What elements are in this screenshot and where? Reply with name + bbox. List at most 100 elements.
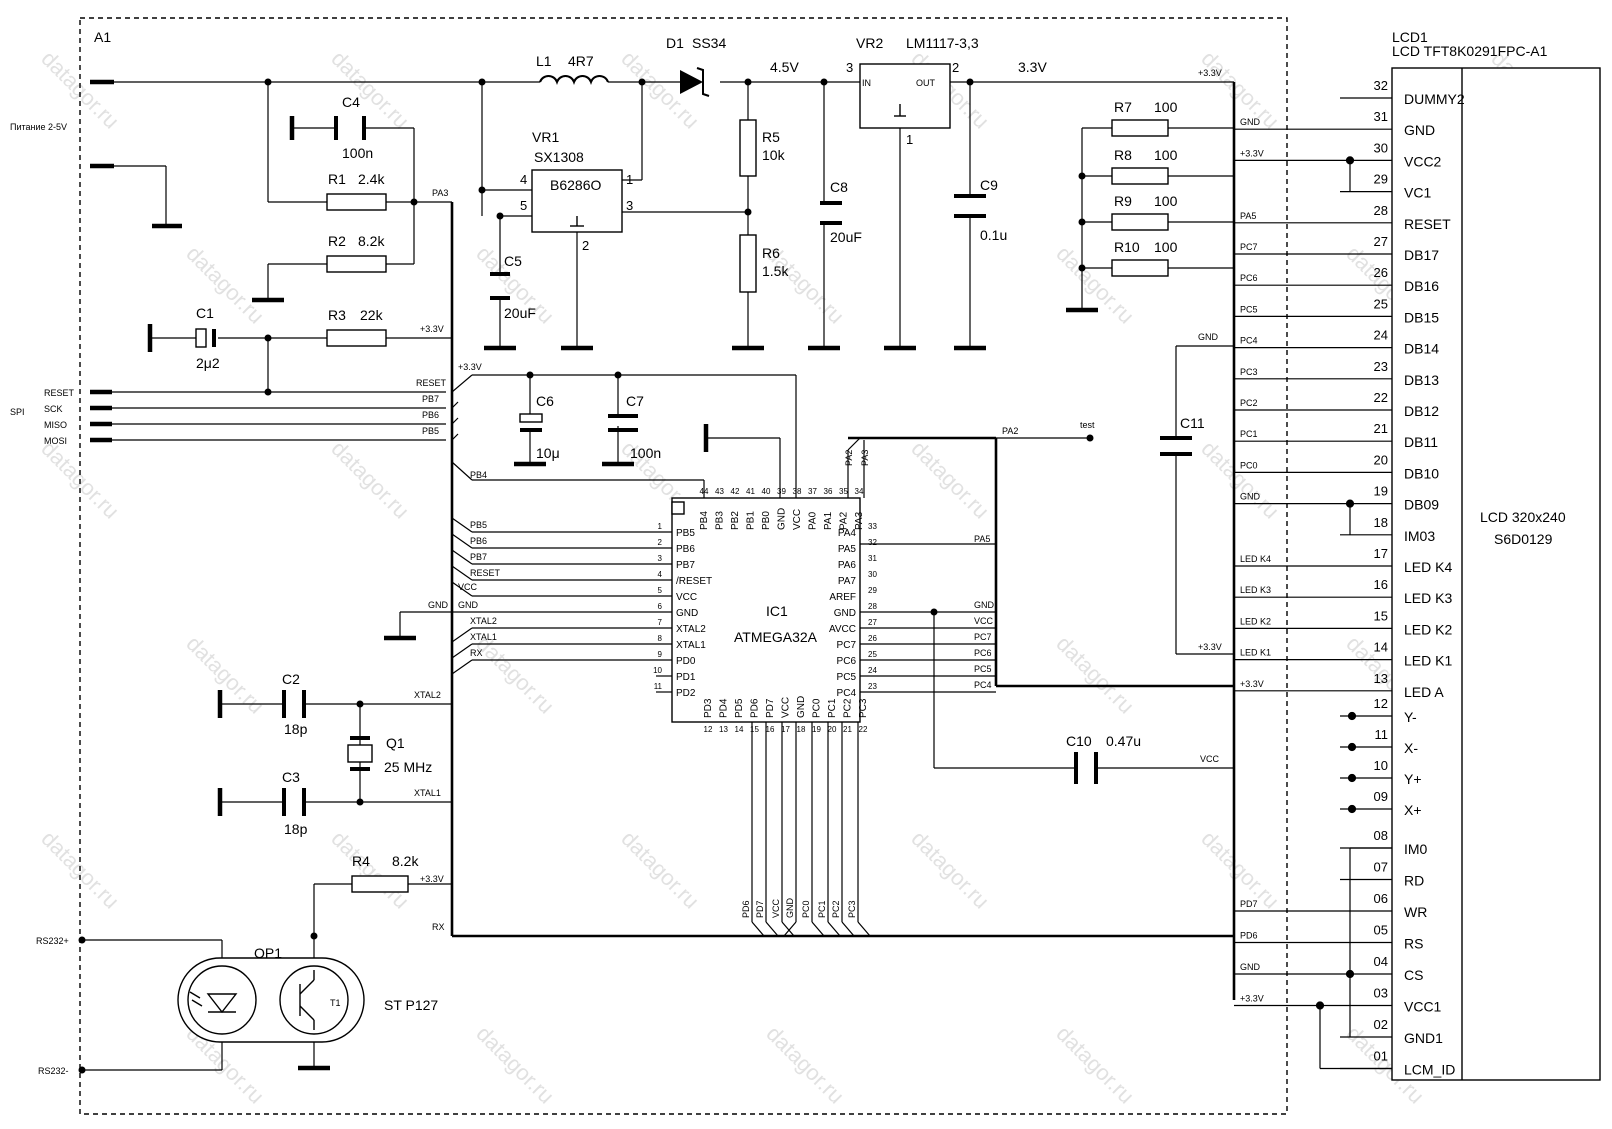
r7-name: R7 [1114,99,1132,115]
ic1-pin-num: 1 [658,522,663,531]
ic1-pin-name: XTAL1 [676,640,706,651]
ic1-pin-num: 37 [808,487,817,496]
ic1-pin-num: 26 [868,634,877,643]
watermark-text: datagor.ru [1051,631,1139,719]
lcd-pin-num: 07 [1374,860,1388,875]
net-vcc-ic: VCC [458,582,478,592]
op1-t1: T1 [330,998,341,1008]
c9-name: C9 [980,177,998,193]
lcd-net-label: PD7 [1240,899,1258,909]
c7-name: C7 [626,393,644,409]
r8-value: 100 [1154,147,1178,163]
net-c11-3v3: +3.3V [1198,642,1222,652]
ground-symbols [90,79,1098,1071]
t1-circle [279,965,349,1035]
lcd-pin-num: 02 [1374,1017,1388,1032]
r2-value: 8.2k [358,233,385,249]
vr1-pin2: 2 [582,238,589,253]
r4-body [351,875,409,893]
ic1-pin-num: 27 [868,618,877,627]
lcd-pin-num: 32 [1374,78,1388,93]
net-xtal2-ic: XTAL2 [470,616,497,626]
watermark-text: datagor.ru [1196,436,1284,524]
r2-body [326,255,387,273]
lcd-pins: 32DUMMY231GNDGND30VCC2+3.3V29VC128RESETP… [1240,78,1465,1078]
lcd-pin-name: DB16 [1404,278,1439,294]
vr2-in: IN [862,78,871,88]
ic1-pin-num: 43 [715,487,724,496]
lcd-pin-name: LCM_ID [1404,1062,1455,1078]
rs232-minus: RS232- [38,1066,69,1076]
net-gnd-left: GND [428,600,449,610]
ic1-pin-name: PA2 [839,511,850,530]
ic1-pin-num: 34 [855,487,864,496]
lcd-pin-num: 27 [1374,234,1388,249]
lcd-pin-name: Y- [1404,709,1417,725]
ic1-pin-num: 35 [839,487,848,496]
r1-value: 2.4k [358,171,385,187]
lcd-pin-name: VCC1 [1404,999,1442,1015]
ic1-pin-num: 6 [658,602,663,611]
lcd-pin-num: 15 [1374,608,1388,623]
ic1-pin-name: PA3 [854,511,865,530]
lcd-part: LCD TFT8K0291FPC-A1 [1392,43,1548,59]
ic1-pin-name: PB0 [761,511,772,530]
ic1-pin-name: PD6 [750,698,761,718]
ic1-pin-num: 38 [793,487,802,496]
ic1-pin-num: 41 [746,487,755,496]
ic1-pin-name: VCC [676,592,697,603]
ic1-part: ATMEGA32A [734,629,818,645]
c8-name: C8 [830,179,848,195]
lcd-pin-num: 10 [1374,758,1388,773]
ic1-pin-num: 44 [700,487,709,496]
lcd-pin-name: LED A [1404,684,1444,700]
lcd-pin-num: 22 [1374,390,1388,405]
ic1-pin-name: PD7 [765,698,776,718]
lcd-body [1391,67,1601,1081]
vr2-pin3: 3 [846,60,853,75]
ic1-pin-num: 30 [868,570,877,579]
lcd-pin-num: 17 [1374,546,1388,561]
ic1-pin-name: PB6 [676,544,695,555]
lcd-nc-dot [1347,804,1357,814]
lcd-net-label: LED K2 [1240,616,1271,626]
ic1-pin-name: PD2 [676,688,696,699]
r2-name: R2 [328,233,346,249]
ic1-pin-name: PA6 [838,560,857,571]
net-xtal1: XTAL1 [414,788,441,798]
ic1-pin-name: VCC [792,509,803,530]
r3-value: 22k [360,307,384,323]
net-c6-3v3: +3.3V [458,362,482,372]
lcd-net-label: GND [1240,117,1261,127]
lcd-net-label: PA5 [1240,211,1256,221]
lcd-pin-name: DB12 [1404,403,1439,419]
vr1-chip: B6286O [550,177,601,193]
ic1-pin-num: 32 [868,538,877,547]
c4-value: 100n [342,145,373,161]
watermark-text: datagor.ru [181,631,269,719]
ic1-pin-name: PA0 [808,511,819,530]
vr1-pin4: 4 [520,172,527,187]
r3-name: R3 [328,307,346,323]
lcd-pin-name: GND [1404,122,1435,138]
r6-name: R6 [762,245,780,261]
ic1-pin-num: 19 [812,725,821,734]
lcd-pin-name: RD [1404,873,1424,889]
bus-lines [450,82,1236,1000]
ic1-pin-num: 12 [704,725,713,734]
lcd-pin-name: DB15 [1404,309,1439,325]
r3-body [326,329,387,347]
lcd-pin-num: 30 [1374,140,1388,155]
r1-name: R1 [328,171,346,187]
spi-pin-mosi: MOSI [44,436,67,446]
c10-name: C10 [1066,733,1092,749]
rs232-plus: RS232+ [36,936,69,946]
ic1-pin-name: XTAL2 [676,624,706,635]
net-r3-3v3: +3.3V [420,324,444,334]
lcd-name: LCD1 [1392,29,1428,45]
ic1-pin-num: 20 [828,725,837,734]
ic1-pin-name: AVCC [829,624,856,635]
ic1-pin-num: 3 [658,554,663,563]
c4-name: C4 [342,94,360,110]
